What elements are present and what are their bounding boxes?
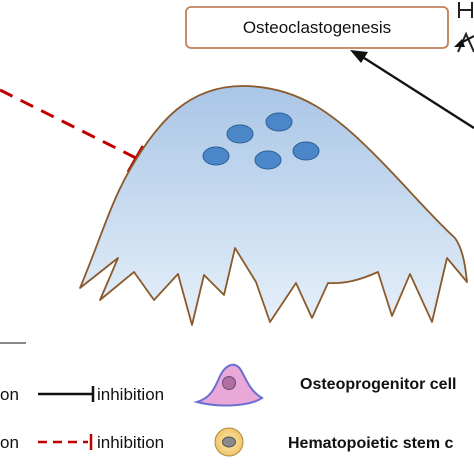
dashed-inhibition-line: [0, 88, 145, 173]
osteoclastogenesis-box: Osteoclastogenesis: [185, 6, 449, 49]
nucleus: [292, 141, 320, 161]
legend-cell-label: Osteoprogenitor cell: [300, 376, 456, 393]
osteoclast-cell: [79, 85, 468, 326]
dashed-inhibition-path: [0, 88, 137, 160]
legend-cell-label: Hematopoietic stem c: [288, 435, 453, 452]
nucleus: [202, 146, 230, 166]
legend-left-fragment: on: [0, 385, 19, 404]
legend-solid-inhibition: on inhibition: [0, 385, 164, 404]
arrow-head-icon: [350, 50, 368, 63]
legend-label: inhibition: [97, 433, 164, 452]
cell-nuclei: [202, 112, 320, 170]
osteoprogenitor-nucleus-icon: [222, 376, 236, 390]
legend-left-fragment: on: [0, 433, 19, 452]
legend-label: inhibition: [97, 385, 164, 404]
legend-dashed-inhibition: on inhibition: [0, 433, 164, 452]
activation-arrow: [360, 54, 474, 130]
hsc-nucleus-icon: [222, 436, 236, 448]
process-box-label: Osteoclastogenesis: [243, 18, 391, 37]
legend-osteoprogenitor: Osteoprogenitor cell: [193, 363, 456, 407]
process-box-frame: [185, 6, 449, 49]
nucleus: [226, 124, 254, 144]
nucleus: [254, 150, 282, 170]
legend-hsc: Hematopoietic stem c: [214, 427, 453, 457]
activation-arrows: [350, 35, 474, 130]
nucleus: [265, 112, 293, 132]
arrow-head-icon: [454, 39, 465, 47]
